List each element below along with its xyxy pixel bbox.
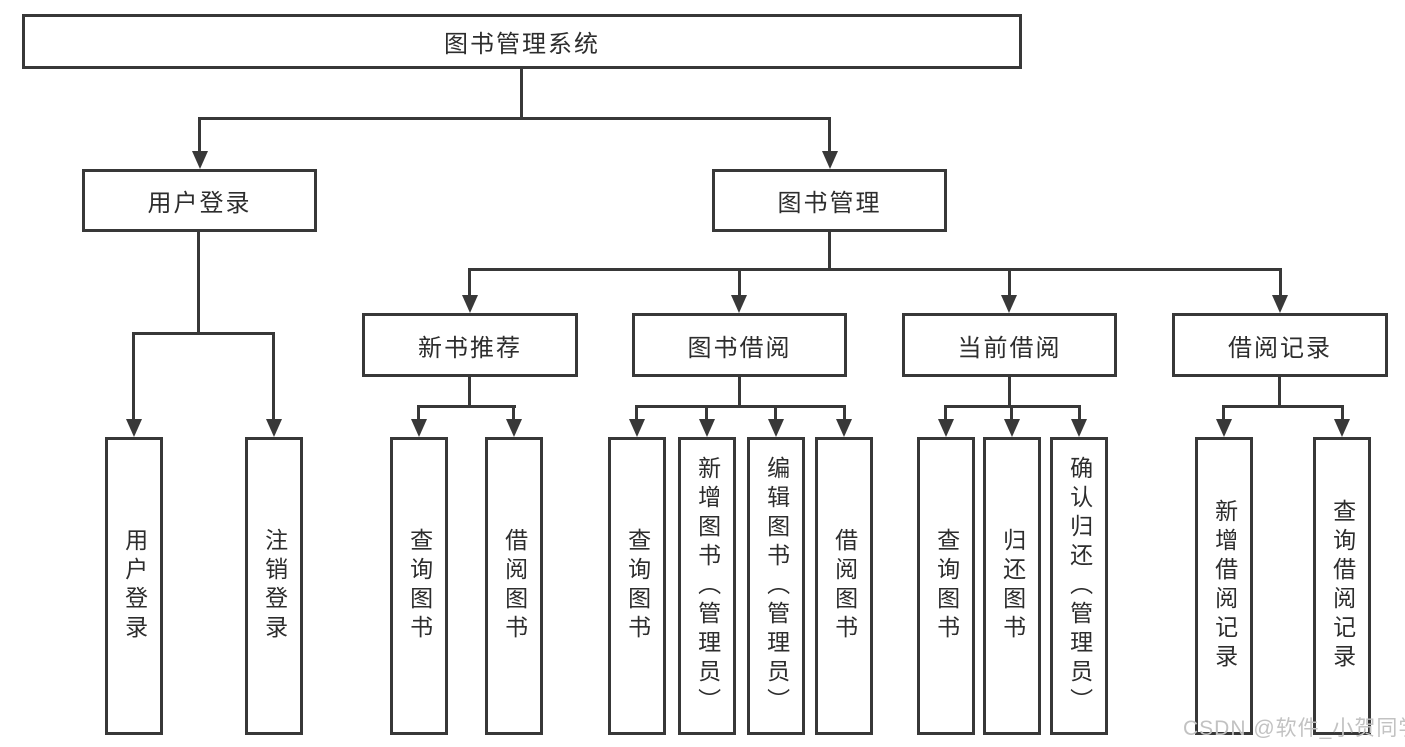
arrow-down-icon <box>629 419 645 437</box>
connector-line <box>520 69 523 118</box>
node-label: 图书借阅 <box>687 334 792 362</box>
connector-line <box>197 232 200 335</box>
node-current-borrowing: 当前借阅 <box>902 313 1117 377</box>
node-new-book-recommendation: 新书推荐 <box>362 313 578 377</box>
leaf-user-login: 用户登录 <box>105 437 163 735</box>
connector-line <box>468 268 471 296</box>
leaf-add-book-admin: 新增图书（管理员） <box>678 437 736 735</box>
connector-line <box>1222 405 1344 408</box>
leaf-logout: 注销登录 <box>245 437 303 735</box>
leaf-label: 查询图书 <box>624 528 651 644</box>
leaf-label: 确认归还（管理员） <box>1066 455 1093 717</box>
connector-line <box>1278 377 1281 407</box>
leaf-label: 借阅图书 <box>831 528 858 644</box>
arrow-down-icon <box>822 151 838 169</box>
leaf-query-books-borrowing: 查询图书 <box>608 437 666 735</box>
leaf-label: 查询图书 <box>933 528 960 644</box>
node-label: 当前借阅 <box>957 334 1062 362</box>
arrow-down-icon <box>192 151 208 169</box>
connector-line <box>828 117 831 152</box>
arrow-down-icon <box>768 419 784 437</box>
connector-line <box>1008 377 1011 407</box>
leaf-query-books-current: 查询图书 <box>917 437 975 735</box>
connector-line <box>1008 268 1011 296</box>
arrow-down-icon <box>1334 419 1350 437</box>
arrow-down-icon <box>506 419 522 437</box>
leaf-add-borrow-record: 新增借阅记录 <box>1195 437 1253 735</box>
node-library-management-system: 图书管理系统 <box>22 14 1022 69</box>
leaf-label: 借阅图书 <box>501 528 528 644</box>
connector-line <box>738 377 741 407</box>
node-label: 用户登录 <box>147 190 252 217</box>
node-borrowing-records: 借阅记录 <box>1172 313 1388 377</box>
connector-line <box>944 405 947 421</box>
leaf-label: 查询图书 <box>406 528 433 644</box>
leaf-label: 编辑图书（管理员） <box>763 455 790 717</box>
node-book-management: 图书管理 <box>712 169 947 232</box>
connector-line <box>828 232 831 269</box>
arrow-down-icon <box>1216 419 1232 437</box>
node-label: 新书推荐 <box>418 334 522 362</box>
connector-line <box>512 405 515 421</box>
node-book-borrowing: 图书借阅 <box>632 313 847 377</box>
leaf-label: 注销登录 <box>261 528 288 644</box>
connector-line <box>1222 405 1225 421</box>
arrow-down-icon <box>699 419 715 437</box>
connector-line <box>198 117 201 152</box>
leaf-label: 查询借阅记录 <box>1329 499 1356 673</box>
arrow-down-icon <box>462 295 478 313</box>
node-user-login: 用户登录 <box>82 169 317 232</box>
connector-line <box>417 405 516 408</box>
leaf-label: 新增借阅记录 <box>1211 499 1238 673</box>
arrow-down-icon <box>411 419 427 437</box>
leaf-confirm-return-admin: 确认归还（管理员） <box>1050 437 1108 735</box>
leaf-edit-book-admin: 编辑图书（管理员） <box>747 437 805 735</box>
leaf-borrow-books-borrowing: 借阅图书 <box>815 437 873 735</box>
connector-line <box>468 268 1282 271</box>
connector-line <box>635 405 638 421</box>
arrow-down-icon <box>126 419 142 437</box>
connector-line <box>843 405 846 421</box>
arrow-down-icon <box>266 419 282 437</box>
connector-line <box>1010 405 1013 421</box>
node-label: 借阅记录 <box>1228 334 1332 362</box>
connector-line <box>1341 405 1344 421</box>
connector-line <box>132 332 135 420</box>
leaf-borrow-books-recommend: 借阅图书 <box>485 437 543 735</box>
connector-line <box>738 268 741 296</box>
leaf-return-book: 归还图书 <box>983 437 1041 735</box>
csdn-watermark: CSDN @软件_小贺同学 <box>1183 717 1405 740</box>
node-label: 图书管理 <box>777 190 882 217</box>
node-label: 图书管理系统 <box>444 31 600 58</box>
connector-line <box>1279 268 1282 296</box>
connector-line <box>774 405 777 421</box>
connector-line <box>272 332 275 420</box>
leaf-label: 新增图书（管理员） <box>694 455 721 717</box>
leaf-label: 用户登录 <box>121 528 148 644</box>
arrow-down-icon <box>1001 295 1017 313</box>
arrow-down-icon <box>836 419 852 437</box>
connector-line <box>635 405 846 408</box>
connector-line <box>198 117 831 120</box>
arrow-down-icon <box>938 419 954 437</box>
arrow-down-icon <box>731 295 747 313</box>
connector-line <box>468 377 471 407</box>
arrow-down-icon <box>1071 419 1087 437</box>
leaf-query-borrow-record: 查询借阅记录 <box>1313 437 1371 735</box>
connector-line <box>1078 405 1081 421</box>
leaf-query-books-recommend: 查询图书 <box>390 437 448 735</box>
arrow-down-icon <box>1272 295 1288 313</box>
connector-line <box>705 405 708 421</box>
connector-line <box>417 405 420 421</box>
leaf-label: 归还图书 <box>999 528 1026 644</box>
connector-line <box>132 332 275 335</box>
arrow-down-icon <box>1004 419 1020 437</box>
